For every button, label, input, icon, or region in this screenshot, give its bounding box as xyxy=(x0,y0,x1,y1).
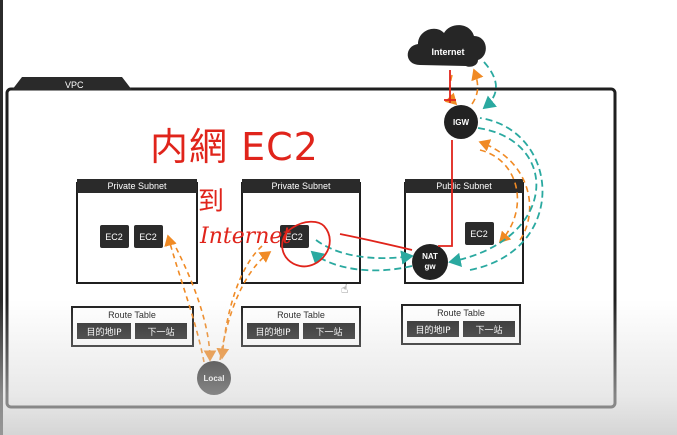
subnet-2-title: Private Subnet xyxy=(271,181,331,191)
window-edge xyxy=(0,0,3,435)
igw-node: IGW xyxy=(444,105,478,139)
igw-label: IGW xyxy=(453,118,469,127)
nat-flow-arrows xyxy=(310,61,544,272)
nat-label-2: gw xyxy=(424,262,436,271)
nat-label: NAT xyxy=(422,252,438,261)
route-table-3: Route Table 目的地IP 下一站 xyxy=(401,304,521,345)
subnet-1-title: Private Subnet xyxy=(107,181,167,191)
route-col-dest: 目的地IP xyxy=(86,326,122,338)
red-annotation xyxy=(281,70,456,268)
route-table-2: Route Table 目的地IP 下一站 xyxy=(241,306,361,347)
private-subnet-1: Private Subnet EC2 EC2 xyxy=(76,179,198,284)
route-table-title: Route Table xyxy=(277,310,325,320)
nat-gateway-node: NAT gw xyxy=(412,244,448,280)
handwritten-line-3: Internet xyxy=(199,224,291,249)
route-col-dest: 目的地IP xyxy=(255,326,291,338)
internet-label: Internet xyxy=(431,47,464,57)
ec2-instance xyxy=(465,222,494,245)
handwritten-line-1: 内網 EC2 xyxy=(150,125,319,169)
local-node: Local xyxy=(197,361,231,395)
cloud-icon xyxy=(407,25,486,67)
ec2-label: EC2 xyxy=(105,232,123,242)
vpc-tab xyxy=(12,77,132,90)
igw-flow-arrows xyxy=(444,68,531,244)
handwritten-note: 内網 EC2 到 Internet xyxy=(150,125,319,249)
vpc-label: VPC xyxy=(65,80,84,90)
route-col-dest: 目的地IP xyxy=(415,324,451,336)
route-table-1: Route Table 目的地IP 下一站 xyxy=(71,306,194,347)
internet-cloud: Internet xyxy=(407,25,486,67)
ec2-label: EC2 xyxy=(285,232,303,242)
route-col-next: 下一站 xyxy=(147,326,174,338)
ec2-instance xyxy=(100,225,129,248)
ec2-label: EC2 xyxy=(139,232,157,242)
route-table-title: Route Table xyxy=(108,310,156,320)
handwritten-line-2: 到 xyxy=(198,187,224,217)
route-col-next: 下一站 xyxy=(475,324,502,336)
local-flow-arrows xyxy=(164,234,272,363)
route-table-title: Route Table xyxy=(437,308,485,318)
ec2-label: EC2 xyxy=(470,229,488,239)
ec2-instance xyxy=(134,225,163,248)
route-col-next: 下一站 xyxy=(315,326,342,338)
cursor-icon: ☝ xyxy=(341,282,349,296)
local-label: Local xyxy=(204,374,225,383)
subnet-3-title: Public Subnet xyxy=(436,181,492,191)
